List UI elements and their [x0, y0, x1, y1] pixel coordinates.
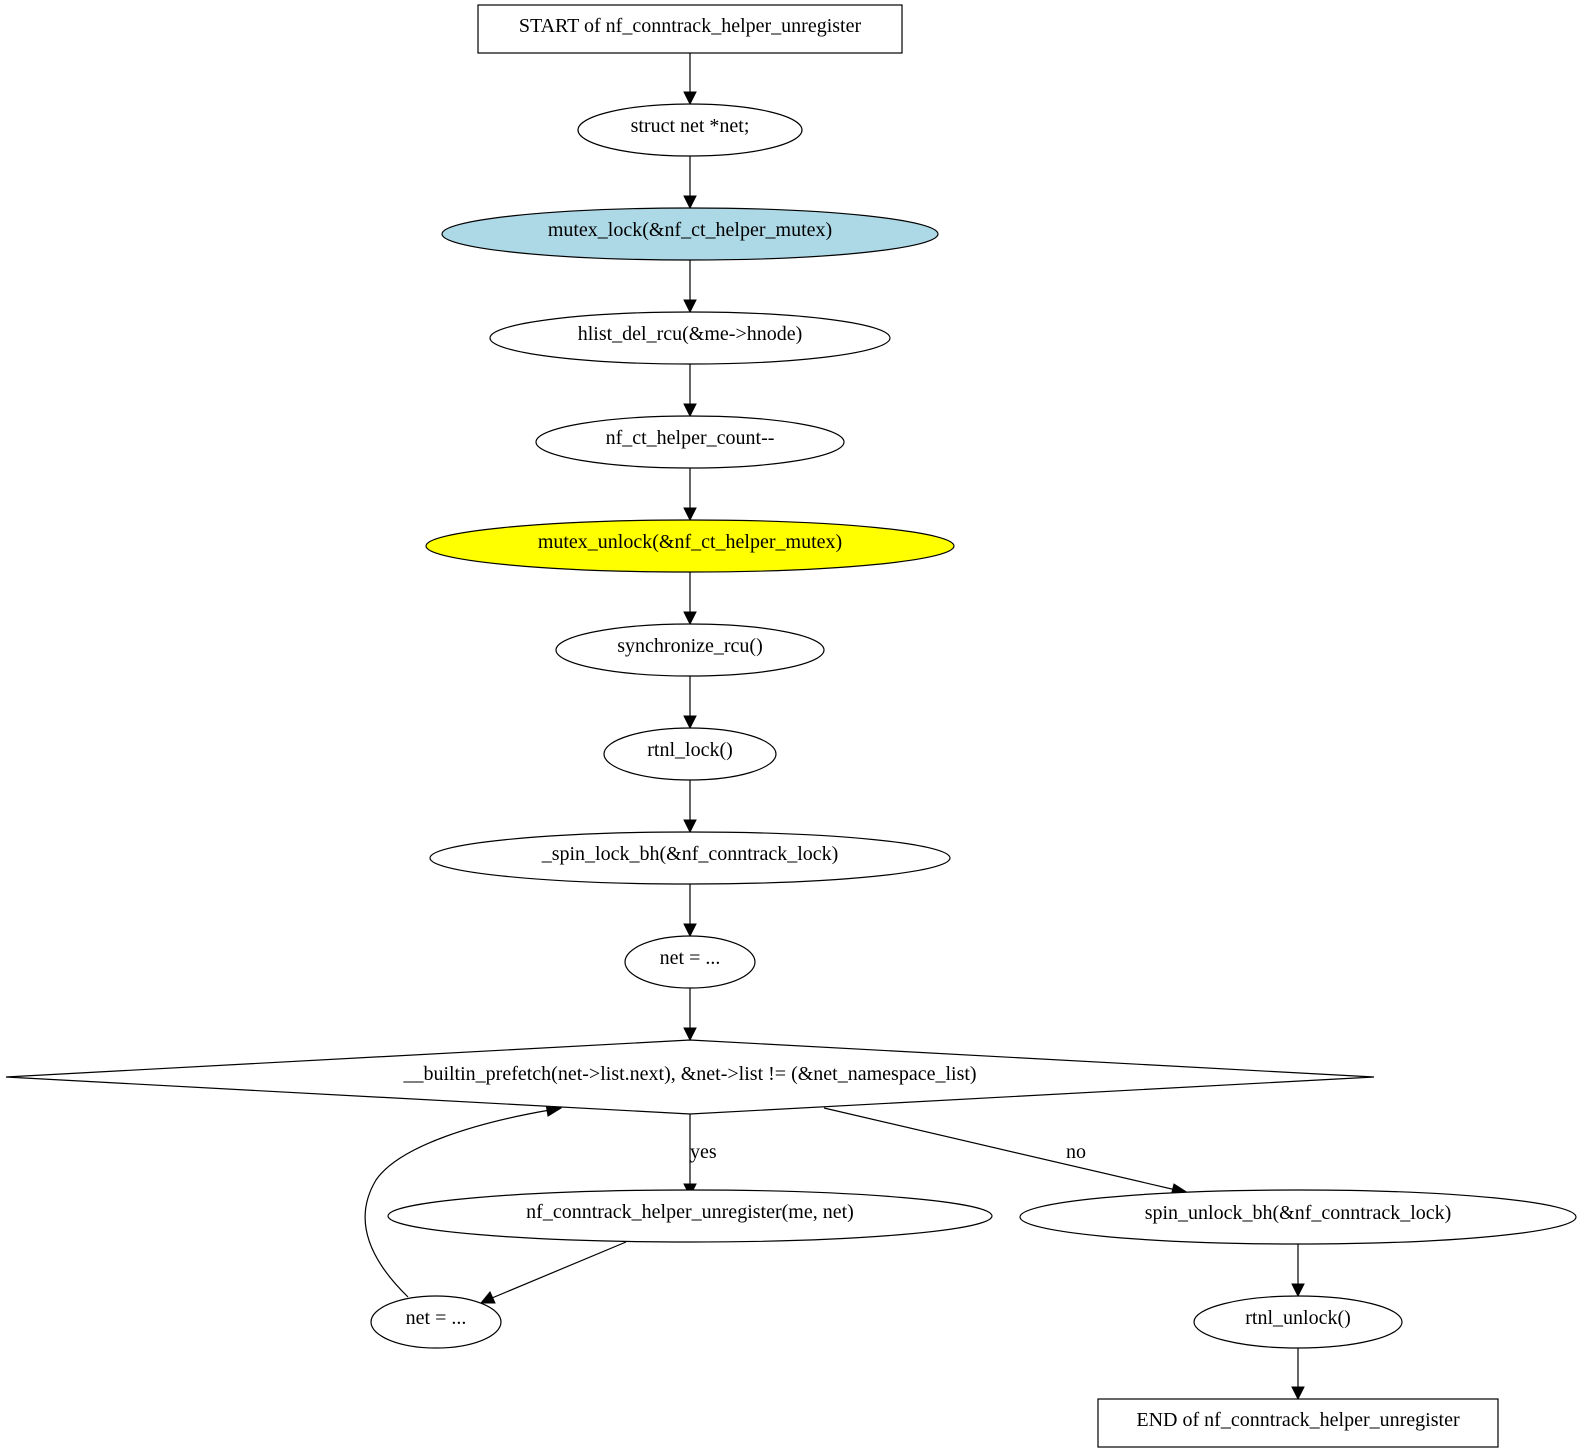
node-mutex-unlock-label: mutex_unlock(&nf_ct_helper_mutex): [538, 531, 842, 553]
node-loop-condition: __builtin_prefetch(net->list.next), &net…: [5, 1039, 1375, 1115]
node-spin-unlock: spin_unlock_bh(&nf_conntrack_lock): [1019, 1189, 1577, 1245]
arrowhead: [683, 91, 697, 106]
arrowhead: [683, 819, 697, 834]
node-end-label: END of nf_conntrack_helper_unregister: [1136, 1409, 1460, 1431]
node-loop-condition-label: __builtin_prefetch(net->list.next), &net…: [402, 1063, 976, 1085]
node-mutex-lock-label: mutex_lock(&nf_ct_helper_mutex): [548, 219, 832, 241]
arrowhead: [479, 1291, 496, 1304]
node-net-init: net = ...: [624, 935, 756, 989]
node-start: START of nf_conntrack_helper_unregister: [477, 4, 903, 54]
edge-label-yes: yes: [690, 1141, 717, 1163]
arrowhead: [683, 507, 697, 522]
node-rtnl-lock-label: rtnl_lock(): [647, 739, 733, 761]
node-spin-lock: _spin_lock_bh(&nf_conntrack_lock): [429, 831, 951, 885]
node-count-dec-label: nf_ct_helper_count--: [606, 427, 775, 449]
node-spin-lock-label: _spin_lock_bh(&nf_conntrack_lock): [541, 843, 839, 865]
edge-loop-no: [823, 1107, 1177, 1191]
node-rtnl-lock: rtnl_lock(): [603, 727, 777, 781]
node-net-next: net = ...: [370, 1295, 502, 1349]
arrowhead: [683, 1027, 697, 1042]
arrowhead: [683, 403, 697, 418]
arrowhead: [683, 611, 697, 626]
arrowhead: [1291, 1386, 1305, 1401]
arrowhead: [683, 195, 697, 210]
arrowhead: [1291, 1283, 1305, 1298]
edges: yes no: [364, 53, 1305, 1401]
node-hlist-del: hlist_del_rcu(&me->hnode): [489, 311, 891, 365]
arrowhead: [683, 923, 697, 938]
nodes: START of nf_conntrack_helper_unregister …: [5, 4, 1577, 1448]
node-start-label: START of nf_conntrack_helper_unregister: [519, 15, 862, 37]
edge-unregister-to-net-next: [491, 1241, 627, 1299]
node-unregister: nf_conntrack_helper_unregister(me, net): [387, 1189, 993, 1243]
node-sync-rcu-label: synchronize_rcu(): [617, 635, 763, 657]
node-mutex-lock: mutex_lock(&nf_ct_helper_mutex): [441, 207, 939, 261]
arrowhead: [683, 299, 697, 314]
node-mutex-unlock: mutex_unlock(&nf_ct_helper_mutex): [425, 519, 955, 573]
node-decl-net: struct net *net;: [577, 103, 803, 157]
node-decl-net-label: struct net *net;: [631, 115, 750, 137]
arrowhead: [683, 715, 697, 730]
node-count-dec: nf_ct_helper_count--: [535, 415, 845, 469]
node-net-init-label: net = ...: [660, 947, 721, 969]
node-rtnl-unlock: rtnl_unlock(): [1193, 1295, 1403, 1349]
edge-net-next-loop-back: [364, 1109, 551, 1298]
node-net-next-label: net = ...: [406, 1307, 467, 1329]
node-hlist-del-label: hlist_del_rcu(&me->hnode): [578, 323, 803, 345]
node-end: END of nf_conntrack_helper_unregister: [1097, 1398, 1499, 1448]
node-unregister-label: nf_conntrack_helper_unregister(me, net): [526, 1201, 854, 1223]
edge-label-no: no: [1066, 1141, 1086, 1163]
node-spin-unlock-label: spin_unlock_bh(&nf_conntrack_lock): [1145, 1202, 1452, 1224]
node-rtnl-unlock-label: rtnl_unlock(): [1245, 1307, 1351, 1329]
node-sync-rcu: synchronize_rcu(): [555, 623, 825, 677]
